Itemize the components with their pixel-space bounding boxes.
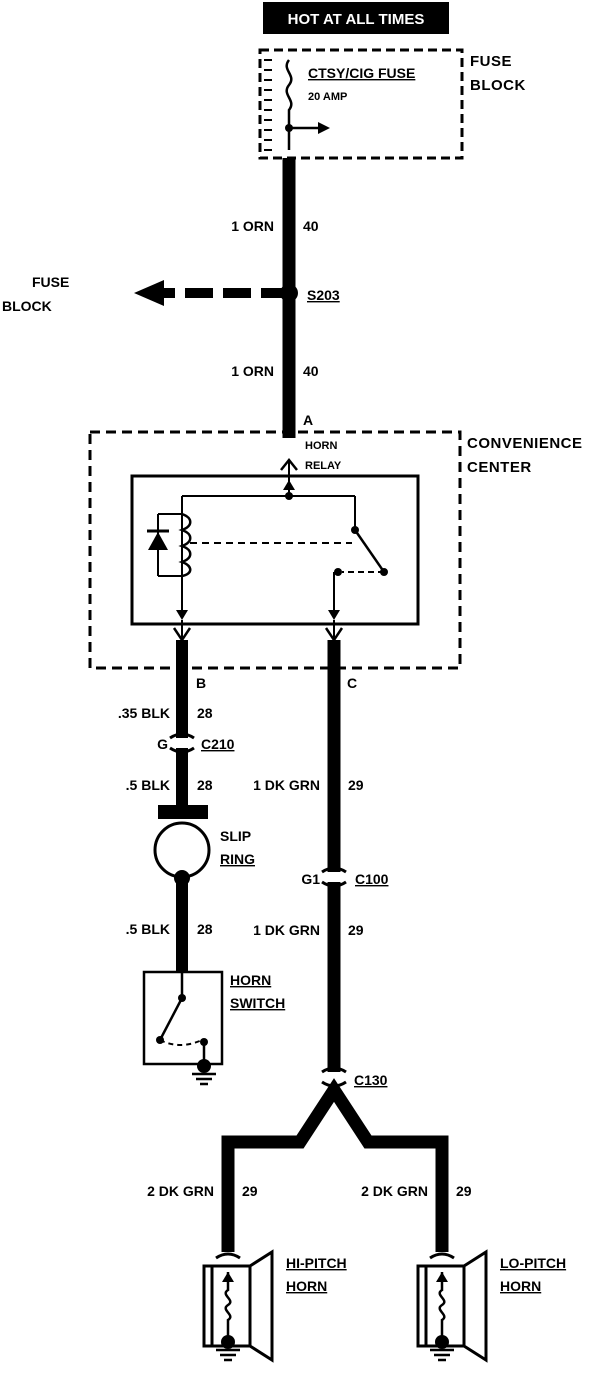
- horn-wire2-gauge: 1 DK GRN: [253, 922, 320, 938]
- hot-at-all-times-box: [263, 2, 449, 34]
- convenience-center-outline: [88, 430, 462, 670]
- switch-wire1-circuit: 28: [197, 705, 213, 721]
- hi-horn-ground-dot: [221, 1335, 235, 1349]
- connector-c100-label: C100: [355, 871, 389, 887]
- relay-out-c-arrow-icon: [328, 610, 340, 620]
- lo-horn-coil-icon: [438, 1272, 446, 1338]
- hi-pitch-horn-bell: [249, 1249, 274, 1363]
- fuse-element-icon: [285, 59, 293, 150]
- horn-switch-return: [159, 1039, 203, 1046]
- terminal-b-label: B: [196, 675, 206, 691]
- horn-wire2-circuit: 29: [348, 922, 364, 938]
- fuse-block-label-1: FUSE: [470, 53, 512, 70]
- diode-icon: [148, 532, 168, 550]
- relay-contact-arm: [353, 529, 386, 573]
- horn-relay-box: [130, 474, 420, 626]
- horn-relay-label-2: RELAY: [305, 460, 342, 472]
- horn-switch-arm: [158, 997, 184, 1041]
- fuse-block-outline: [258, 48, 464, 160]
- horn-wire1-circuit: 29: [348, 777, 364, 793]
- lo-horn-connector-icon: [429, 1252, 455, 1260]
- horn-switch-label-2: SWITCH: [230, 995, 285, 1011]
- fuse-name-label: CTSY/CIG FUSE: [308, 65, 415, 81]
- convenience-center-label-1: CONVENIENCE: [467, 435, 583, 452]
- lo-pitch-horn-bell: [463, 1249, 488, 1363]
- hi-pitch-horn-label-2: HORN: [286, 1278, 327, 1294]
- horn-switch-label-1: HORN: [230, 972, 271, 988]
- feed-lower-gauge: 1 ORN: [231, 363, 274, 379]
- feed-upper-gauge: 1 ORN: [231, 218, 274, 234]
- splice-s203-label: S203: [307, 287, 340, 303]
- hi-horn-coil-icon: [224, 1272, 232, 1338]
- side-fuse-label-1: FUSE: [32, 274, 69, 290]
- fuse-block-label-2: BLOCK: [470, 77, 526, 94]
- slip-ring-brush: [158, 805, 208, 819]
- terminal-a-label: A: [303, 412, 313, 428]
- right-horn-circuit: 29: [456, 1183, 472, 1199]
- lo-horn-ground-icon: [430, 1348, 454, 1362]
- fuse-output-arrow-icon: [318, 122, 330, 134]
- connector-c210-pin: G: [157, 736, 168, 752]
- connector-c130-label: C130: [354, 1072, 388, 1088]
- switch-wire1-gauge: .35 BLK: [118, 705, 170, 721]
- relay-output-contact: [334, 568, 342, 576]
- left-horn-circuit: 29: [242, 1183, 258, 1199]
- horn-switch-ground-dot: [197, 1059, 211, 1073]
- lo-pitch-horn-label-1: LO-PITCH: [500, 1255, 566, 1271]
- side-fuse-label-2: BLOCK: [2, 298, 52, 314]
- hi-horn-connector-icon: [215, 1252, 241, 1260]
- convenience-center-label-2: CENTER: [467, 459, 532, 476]
- connector-c210-label: C210: [201, 736, 235, 752]
- hi-pitch-horn-label-1: HI-PITCH: [286, 1255, 347, 1271]
- hi-horn-arrow-icon: [222, 1272, 234, 1282]
- relay-input-arrow-icon: [283, 480, 295, 490]
- horn-switch-ground-icon: [192, 1072, 216, 1086]
- slip-ring-icon: [153, 821, 211, 879]
- right-horn-gauge: 2 DK GRN: [361, 1183, 428, 1199]
- left-horn-gauge: 2 DK GRN: [147, 1183, 214, 1199]
- relay-out-b-arrow-icon: [176, 610, 188, 620]
- connector-c100-pin: G1: [301, 871, 320, 887]
- terminal-c-label: C: [347, 675, 357, 691]
- hot-at-all-times-label: HOT AT ALL TIMES: [288, 11, 425, 28]
- horn-wire1-gauge: 1 DK GRN: [253, 777, 320, 793]
- horn-split-wire: [221, 1078, 449, 1252]
- feed-upper-circuit: 40: [303, 218, 319, 234]
- lo-horn-arrow-icon: [436, 1272, 448, 1282]
- feed-lower-circuit: 40: [303, 363, 319, 379]
- switch-wire2-gauge: .5 BLK: [126, 777, 170, 793]
- horn-relay-label-1: HORN: [305, 440, 337, 452]
- relay-coil-icon: [178, 512, 192, 578]
- fuse-rating-label: 20 AMP: [308, 91, 347, 103]
- fuse-block-left-hatch: [264, 59, 272, 151]
- switch-wire2-circuit: 28: [197, 777, 213, 793]
- hi-horn-ground-icon: [216, 1348, 240, 1362]
- switch-wire3-gauge: .5 BLK: [126, 921, 170, 937]
- slip-ring-label-1: SLIP: [220, 828, 251, 844]
- lo-horn-ground-dot: [435, 1335, 449, 1349]
- switch-wire3-circuit: 28: [197, 921, 213, 937]
- side-branch-arrow-icon: [134, 280, 164, 306]
- lo-pitch-horn-label-2: HORN: [500, 1278, 541, 1294]
- slip-ring-label-2: RING: [220, 851, 255, 867]
